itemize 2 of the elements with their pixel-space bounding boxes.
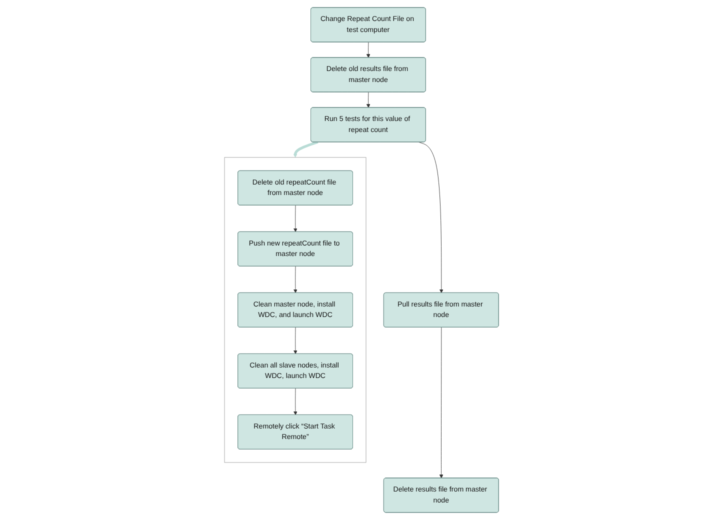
cluster xyxy=(224,157,366,463)
arrow xyxy=(293,140,318,158)
